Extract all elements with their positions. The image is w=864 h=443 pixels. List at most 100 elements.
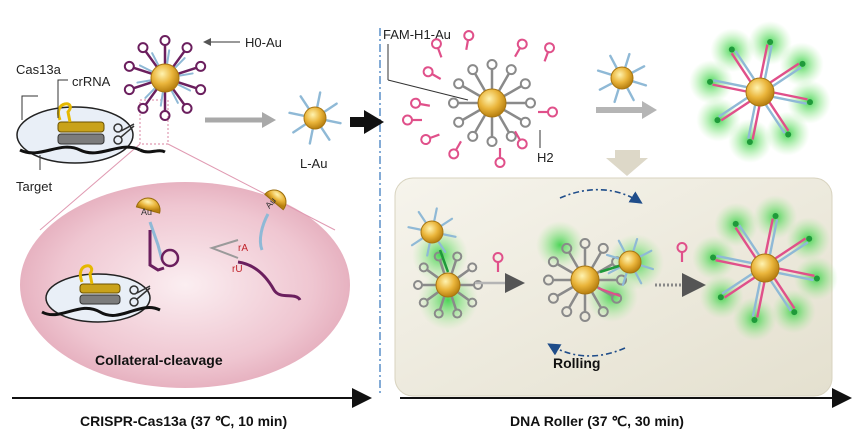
dna-strand	[617, 239, 627, 255]
h2-hairpin	[420, 133, 440, 146]
hairpin-stem	[172, 50, 186, 68]
dna-strand	[630, 79, 648, 87]
gold-nanoparticle	[610, 66, 634, 90]
fam-dye	[751, 316, 758, 323]
hairpin-loop	[561, 242, 573, 254]
hairpin-stem	[455, 140, 462, 151]
au-label-left: Au	[141, 207, 152, 217]
hairpin-loop	[418, 262, 429, 273]
hairpin-stem	[431, 73, 442, 80]
h2-hairpin	[494, 148, 506, 168]
duplex-blue	[718, 96, 748, 118]
dna-strand	[151, 52, 160, 67]
duplex-pink	[712, 83, 747, 93]
h2-hairpin	[422, 66, 442, 80]
rolling-arrow-bottom	[547, 343, 626, 357]
gold-nanoparticle	[745, 77, 775, 107]
arrow-to-l-au-head	[262, 112, 276, 128]
hairpin-loop	[195, 84, 207, 96]
dna-strand	[299, 95, 311, 111]
dna-strand	[176, 83, 192, 92]
dna-strand	[613, 86, 621, 104]
hairpin-loop	[453, 78, 465, 90]
duplex-blue	[747, 105, 757, 139]
fam-dye	[710, 254, 717, 261]
fam-dye	[813, 275, 820, 282]
h2-hairpin	[448, 140, 462, 160]
hairpin-stem	[497, 72, 511, 92]
hairpin-loop	[525, 97, 536, 109]
hairpin-loop	[453, 116, 465, 128]
duplex-pink	[723, 276, 756, 299]
dna-strand	[637, 249, 653, 259]
gold-nanoparticle	[570, 265, 600, 295]
fam-h1-au-particle	[448, 59, 536, 147]
hairpin-stem	[556, 262, 574, 275]
hairpin-stem	[450, 259, 458, 274]
target-label: Target	[16, 179, 53, 194]
duplex-pink	[730, 52, 752, 83]
duplex-blue	[734, 50, 756, 80]
duplex-blue	[773, 95, 807, 105]
hairpin-probe	[135, 197, 180, 272]
h0-au-particle	[123, 35, 207, 121]
fluorescent-particle-bottom	[692, 195, 838, 341]
fam-h1-pointer-2	[387, 79, 469, 101]
cas13a-complex	[16, 79, 166, 170]
hairpin-stem	[514, 47, 521, 58]
fam-dye	[717, 294, 724, 301]
duplex-blue	[721, 272, 753, 295]
hairpin-loop	[467, 262, 478, 273]
big-black-arrow-tail	[350, 117, 366, 127]
h2-hairpin	[514, 130, 528, 150]
dna-strand	[596, 69, 614, 77]
hairpin-loop	[137, 102, 149, 114]
fluorescent-particle-top	[688, 20, 832, 164]
dna-strand	[623, 52, 631, 70]
duplex-blue	[764, 104, 786, 134]
hairpin-stem	[590, 291, 603, 309]
dna-strand	[288, 111, 307, 118]
hairpin-loop	[579, 238, 591, 249]
inner-cas13a-complex	[41, 264, 161, 323]
hairpin-stem	[144, 88, 158, 106]
dna-strand	[136, 79, 153, 84]
hairpin-stem	[590, 251, 603, 269]
fam-dye	[806, 99, 813, 106]
hairpin-loop	[123, 60, 135, 72]
fam-dye	[732, 220, 739, 227]
dna-strand	[609, 54, 619, 71]
hairpin-loop	[430, 38, 442, 50]
hairpin-loop	[195, 60, 207, 72]
fam-dye	[714, 117, 721, 124]
hairpin-loop	[452, 308, 463, 319]
arrow-right-1-head	[642, 101, 657, 119]
hairpin-stem	[177, 81, 197, 90]
hairpin-loop	[159, 110, 171, 121]
dna-strand	[432, 207, 438, 224]
crrna-label: crRNA	[72, 74, 111, 89]
duplex-pink	[773, 277, 796, 310]
dna-strand	[407, 226, 424, 232]
duplex-pink	[720, 100, 751, 122]
hairpin-loop	[410, 97, 422, 109]
duplex-blue	[751, 281, 762, 317]
h0-au-label: H0-Au	[245, 35, 282, 50]
hairpin-stem	[543, 51, 550, 62]
gold-nanoparticle	[435, 272, 461, 298]
arrow-down	[606, 150, 648, 176]
zoom-box	[139, 99, 169, 145]
duplex-pink	[769, 62, 800, 84]
hairpin-loop	[516, 138, 528, 150]
hairpin-loop	[452, 251, 463, 262]
hairpin-stem	[465, 39, 470, 51]
hairpin-loop	[422, 66, 434, 78]
hairpin-loop	[544, 42, 556, 54]
fluorescence-glow	[536, 221, 584, 269]
hairpin-loop	[494, 157, 506, 168]
h2-hairpin	[430, 38, 443, 58]
hairpin-stem	[503, 108, 523, 122]
duplex-pink	[751, 105, 761, 140]
hairpin-stem	[461, 108, 481, 122]
